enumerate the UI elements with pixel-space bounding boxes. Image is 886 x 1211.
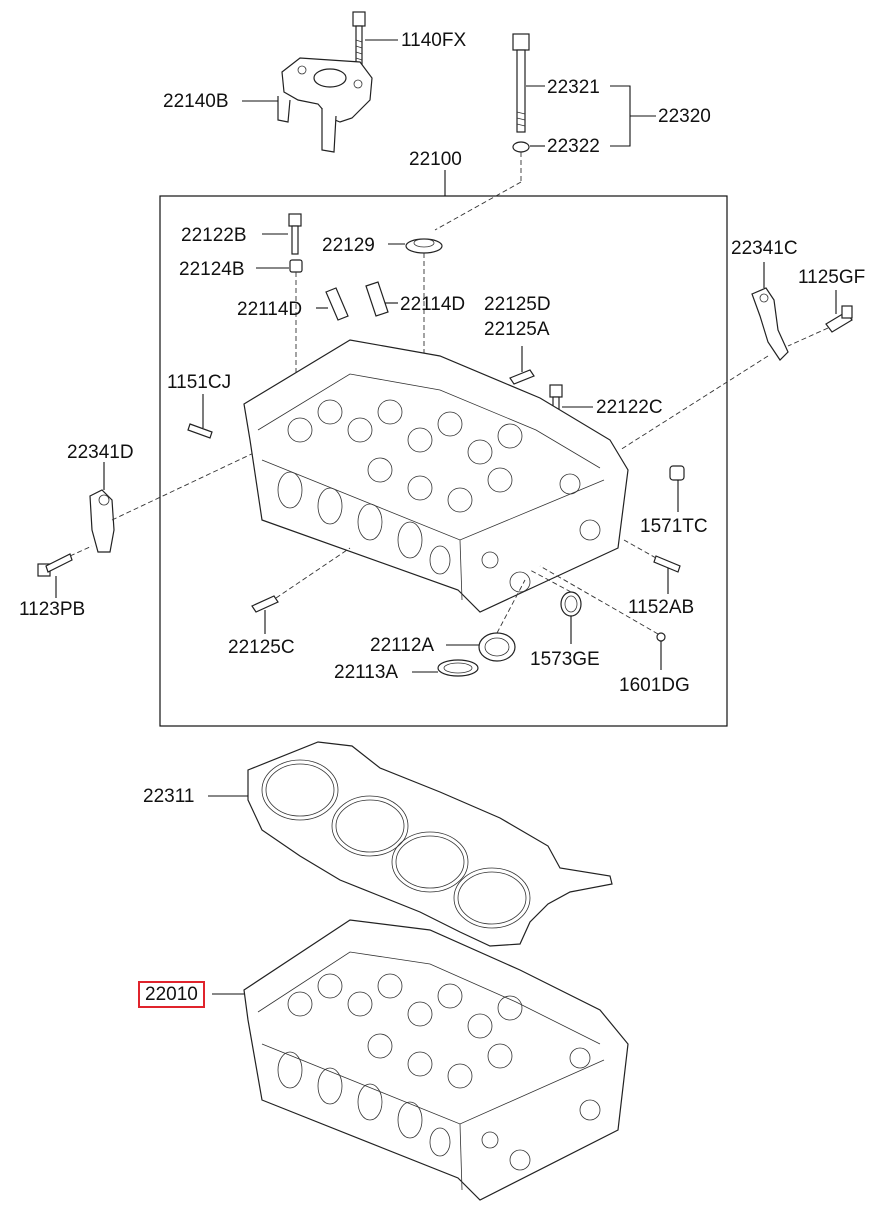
bolt-1140fx-icon xyxy=(352,11,366,67)
assembly-frame-22100 xyxy=(159,195,728,727)
gasket-22113a-icon xyxy=(437,659,479,677)
label-22341c: 22341C xyxy=(731,238,798,259)
label-22129: 22129 xyxy=(322,235,375,256)
label-22122b: 22122B xyxy=(181,225,247,246)
tube-22114d-right-icon xyxy=(365,281,389,317)
cylinder-head-assembly-icon xyxy=(243,339,629,613)
label-22311: 22311 xyxy=(143,786,195,807)
bolt-22321-icon xyxy=(512,33,530,133)
label-22125d: 22125D xyxy=(484,294,551,315)
label-22321: 22321 xyxy=(547,77,600,98)
label-22113a: 22113A xyxy=(334,662,399,683)
label-22114d-right: 22114D xyxy=(400,294,466,315)
label-1152ab: 1152AB xyxy=(628,597,695,618)
label-22122c: 22122C xyxy=(596,397,663,418)
label-22140b: 22140B xyxy=(163,91,229,112)
bolt-22122b-icon xyxy=(288,213,302,255)
bracket-22341c-icon xyxy=(751,287,789,361)
dowel-1601dg-icon xyxy=(656,632,666,642)
cylinder-head-22010-icon xyxy=(243,919,629,1201)
label-22100: 22100 xyxy=(409,149,462,170)
bracket-22341d-icon xyxy=(89,489,115,553)
stud-1151cj-icon xyxy=(187,423,213,439)
sleeve-1571tc-icon xyxy=(669,465,685,481)
seal-1573ge-icon xyxy=(560,591,582,617)
seal-22112a-icon xyxy=(478,632,516,662)
label-1123pb: 1123PB xyxy=(19,599,86,620)
label-1573ge: 1573GE xyxy=(530,649,600,670)
label-22112a: 22112A xyxy=(370,635,435,656)
label-22125a: 22125A xyxy=(484,319,550,340)
label-22322: 22322 xyxy=(547,136,600,157)
label-22320: 22320 xyxy=(658,106,711,127)
tube-22114d-left-icon xyxy=(325,287,349,321)
label-22341d: 22341D xyxy=(67,442,134,463)
label-1601dg: 1601DG xyxy=(619,675,690,696)
head-gasket-22311-icon xyxy=(247,741,613,947)
washer-22322-icon xyxy=(512,141,530,153)
label-22124b: 22124B xyxy=(179,259,245,280)
stud-22125c-icon xyxy=(251,595,279,613)
bracket-22140b-icon xyxy=(277,57,373,153)
label-22125c: 22125C xyxy=(228,637,295,658)
bolt-1125gf-icon xyxy=(825,305,853,333)
sleeve-22124b-icon xyxy=(289,259,303,273)
stud-1152ab-icon xyxy=(653,555,681,573)
plug-22129-icon xyxy=(405,238,443,254)
label-1125gf: 1125GF xyxy=(798,267,866,288)
label-22010-highlighted[interactable]: 22010 xyxy=(138,981,205,1008)
stud-22125a-icon xyxy=(509,369,535,385)
label-22114d-left: 22114D xyxy=(237,299,303,320)
label-1151cj: 1151CJ xyxy=(167,372,232,393)
label-1571tc: 1571TC xyxy=(640,516,708,537)
bolt-1123pb-icon xyxy=(37,553,73,577)
label-1140fx: 1140FX xyxy=(401,30,467,51)
